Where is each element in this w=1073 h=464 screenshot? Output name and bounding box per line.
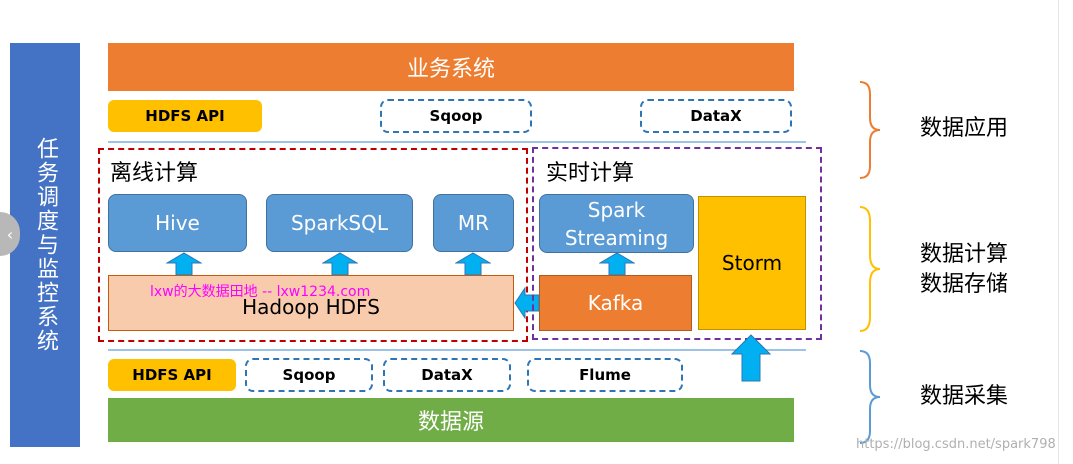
bottom-sqoop-tag: Sqoop — [245, 358, 373, 392]
hadoop-hdfs-box: Hadoop HDFS — [108, 275, 514, 331]
bottom-flume-label: Flume — [579, 366, 631, 384]
offline-computing-title: 离线计算 — [110, 161, 199, 186]
watermark-text: lxw的大数据田地 -- lxw1234.com — [150, 284, 371, 300]
realtime-computing-title: 实时计算 — [546, 161, 635, 186]
business-system-label: 业务系统 — [406, 57, 495, 82]
hive-up-arrow — [166, 252, 202, 276]
data-application-brace — [859, 81, 881, 179]
compute-storage-brace — [859, 206, 881, 332]
hive-box: Hive — [108, 194, 247, 252]
bottom-flume-tag: Flume — [527, 358, 683, 392]
data-source-banner: 数据源 — [108, 398, 794, 442]
top-divider — [108, 141, 806, 143]
top-sqoop-tag: Sqoop — [380, 99, 532, 133]
offline-computing-section — [98, 148, 528, 342]
realtime-computing-section — [532, 147, 822, 340]
bottom-hdfs-api-label: HDFS API — [132, 366, 212, 384]
top-datax-tag: DataX — [640, 99, 792, 133]
spark-streaming-box: Spark Streaming — [539, 194, 694, 253]
storm-label: Storm — [721, 251, 783, 275]
task-scheduling-monitor-label: 任务调度与监控系统 — [33, 137, 58, 353]
source-to-storm-arrow — [731, 334, 771, 382]
kafka-box: Kafka — [539, 275, 692, 331]
kafka-label: Kafka — [587, 291, 644, 315]
compute-storage-label: 数据计算 数据存储 — [920, 242, 1009, 297]
task-scheduling-monitor-bar: 任务调度与监控系统 — [10, 43, 80, 447]
bottom-datax-label: DataX — [421, 366, 473, 384]
chevron-left-icon: ‹ — [6, 224, 14, 244]
bottom-datax-tag: DataX — [383, 358, 511, 392]
right-edge-divider — [1058, 0, 1059, 464]
data-collection-brace — [859, 350, 881, 444]
sparksql-label: SparkSQL — [290, 211, 389, 235]
spark-streaming-label: Spark Streaming — [564, 197, 669, 250]
mr-label: MR — [457, 211, 490, 235]
top-datax-label: DataX — [690, 107, 742, 125]
source-credit: https://blog.csdn.net/spark798 — [856, 437, 1056, 452]
top-hdfs-api-tag: HDFS API — [108, 100, 262, 132]
mr-up-arrow — [455, 252, 491, 276]
sparksql-up-arrow — [322, 252, 358, 276]
bottom-sqoop-label: Sqoop — [282, 366, 336, 384]
mr-box: MR — [433, 194, 514, 252]
streaming-up-arrow — [599, 252, 635, 276]
hadoop-hdfs-label: Hadoop HDFS — [242, 295, 380, 319]
prev-slide-button[interactable]: ‹ — [0, 212, 20, 256]
bottom-divider — [108, 349, 806, 351]
top-sqoop-label: Sqoop — [429, 107, 483, 125]
sparksql-box: SparkSQL — [266, 194, 413, 252]
data-source-label: 数据源 — [417, 410, 484, 435]
storm-box: Storm — [698, 196, 806, 330]
data-application-label: 数据应用 — [920, 116, 1009, 141]
business-system-banner: 业务系统 — [108, 43, 794, 91]
data-collection-label: 数据采集 — [920, 384, 1009, 409]
top-hdfs-api-label: HDFS API — [145, 107, 225, 125]
hive-label: Hive — [155, 211, 200, 235]
bottom-hdfs-api-tag: HDFS API — [108, 359, 236, 391]
